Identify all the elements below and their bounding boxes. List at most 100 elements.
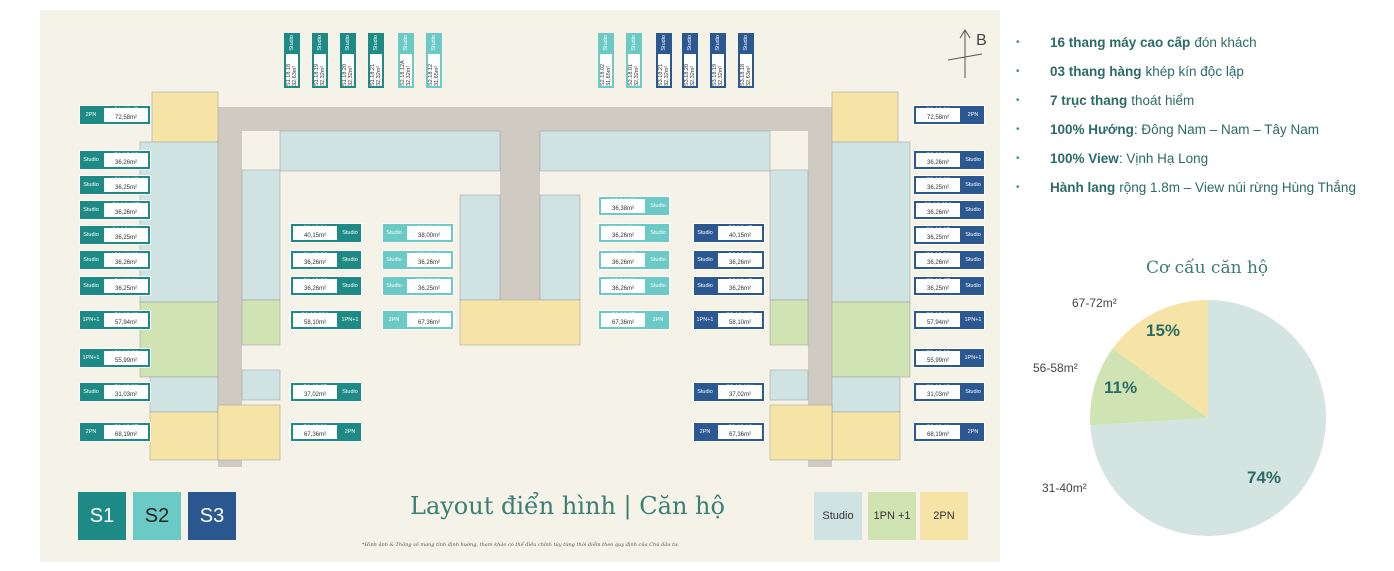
unit-type: Studio xyxy=(965,389,981,395)
unit-type: Studio xyxy=(386,230,402,236)
floor-plan-drawing xyxy=(139,29,983,467)
unit-type: 2PN xyxy=(85,429,97,435)
unit-type: Studio xyxy=(715,35,721,51)
unit-code: S1.18.02 xyxy=(302,253,328,260)
unit-code: S3.18.12B xyxy=(725,313,755,320)
unit-code: S1.18.12B xyxy=(111,203,141,210)
unit-area: 37,02m² xyxy=(303,392,326,398)
unit-info: S2.18.12A 32,32m² xyxy=(400,54,412,86)
pie-slice-31-40m² xyxy=(1090,300,1326,536)
unit-info: S2.18.12 31,65m² xyxy=(428,54,440,86)
unit-area: 31,03m² xyxy=(926,392,949,398)
unit-area: 38,00m² xyxy=(417,233,440,239)
unit-info: S2.18.02 31,65m² xyxy=(600,54,612,86)
unit-area: 31,03m² xyxy=(114,392,137,398)
unit-type: Studio xyxy=(342,283,358,289)
unit-area: 36,26m² xyxy=(926,160,949,166)
pie-pct-11: 11% xyxy=(1104,378,1138,397)
unit-area: 36,25m² xyxy=(417,286,440,292)
unit-type: Studio xyxy=(83,283,99,289)
unit-type: Studio xyxy=(317,35,323,51)
unit-type: 2PN xyxy=(699,429,711,435)
unit-code-area: S1.18.19 32,32m² xyxy=(314,63,326,86)
unit-area: 36,26m² xyxy=(114,260,137,266)
unit-type: Studio xyxy=(661,35,667,51)
unit-code: S1.18.10 xyxy=(113,313,139,320)
feature-item: •100% View: Vịnh Hạ Long xyxy=(1016,151,1209,166)
unit-code-area: S3.18.19 32,32m² xyxy=(712,63,724,86)
unit-area: 36,26m² xyxy=(114,210,137,216)
unit-code: S1.18.12 xyxy=(113,253,139,260)
unit-area: 68,19m² xyxy=(926,432,949,438)
unit-code-area: S3.18.21 32,32m² xyxy=(658,63,670,86)
unit-code: S3.18.12 xyxy=(727,425,753,432)
unit-type: 2PN xyxy=(967,112,979,118)
unit-code: S3.18.03A xyxy=(923,203,953,210)
unit-code: S1.18.07 xyxy=(113,425,139,432)
unit-code-area: S2.18.12A 32,32m² xyxy=(400,60,412,86)
unit-area: 36,26m² xyxy=(114,160,137,166)
compass-label: B xyxy=(976,32,987,49)
pie-slice-56-58m² xyxy=(1090,348,1208,426)
unit-type: Studio xyxy=(345,35,351,51)
unit-area: 36,26m² xyxy=(728,286,751,292)
unit-info: S3.18.20 32,32m² xyxy=(684,54,696,86)
unit-type: Studio xyxy=(697,230,713,236)
unit-type: Studio xyxy=(697,389,713,395)
unit-code: S3.18.01 xyxy=(925,108,951,115)
unit-code: S1.18.01 xyxy=(302,226,328,233)
pie-pct-74: 74% xyxy=(1247,468,1282,487)
unit-code-area: S3.18.18 32,63m² xyxy=(740,63,752,86)
unit-area: 40,15m² xyxy=(728,233,751,239)
unit-area: 36,38m² xyxy=(611,206,634,212)
unit-area: 58,10m² xyxy=(303,320,326,326)
type-legend-2pn: 2PN xyxy=(920,492,968,540)
layout-title: Layout điển hình | Căn hộ xyxy=(410,492,725,520)
unit-type: 2PN xyxy=(652,317,664,323)
unit-area: 57,94m² xyxy=(926,320,949,326)
unit-code-area: S2.18.01 32,32m² xyxy=(628,63,640,86)
unit-code: S1.18.17 xyxy=(113,108,139,115)
unit-type: Studio xyxy=(965,257,981,263)
unit-code: S3.18.03 xyxy=(925,178,951,185)
unit-info: S1.18.21 32,32m² xyxy=(370,54,382,86)
unit-type: Studio xyxy=(965,207,981,213)
unit-area: 67,36m² xyxy=(417,320,440,326)
unit-type: Studio xyxy=(965,157,981,163)
unit-code: S2.18.05 xyxy=(610,253,636,260)
unit-code-area: S2.18.12 31,65m² xyxy=(428,63,440,86)
